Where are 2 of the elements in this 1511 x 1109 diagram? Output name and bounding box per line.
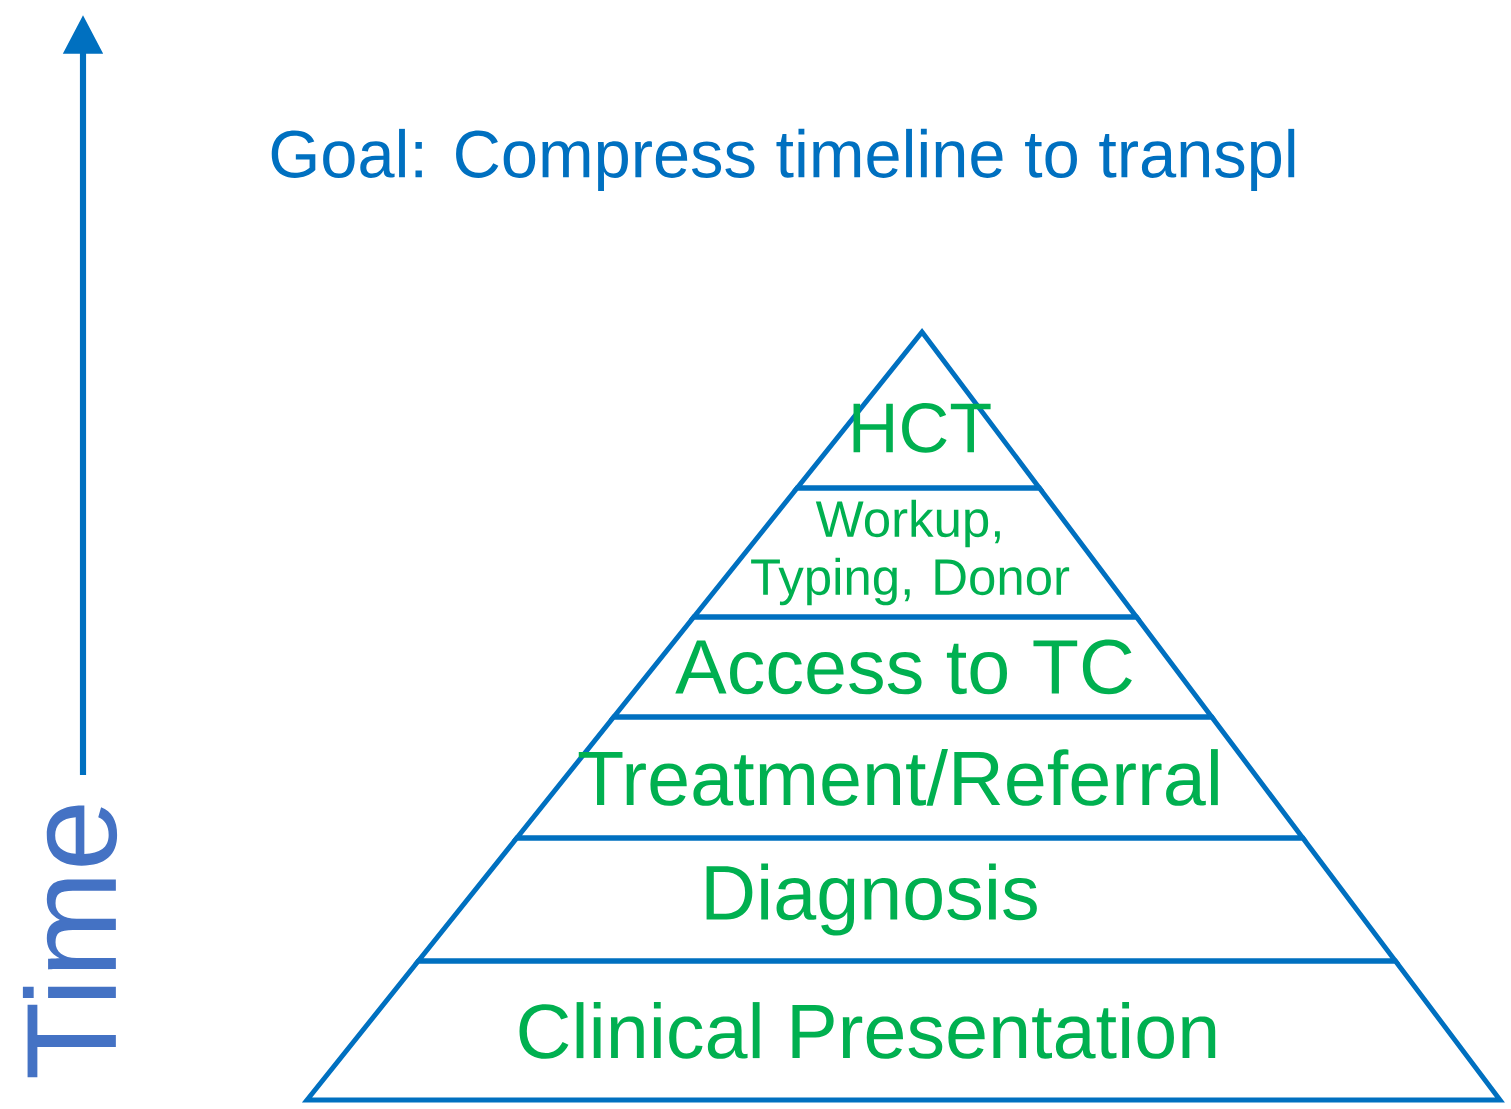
title: Goal: Compress timeline to transpl: [271, 128, 1295, 192]
axis-label: Time: [22, 805, 118, 1078]
